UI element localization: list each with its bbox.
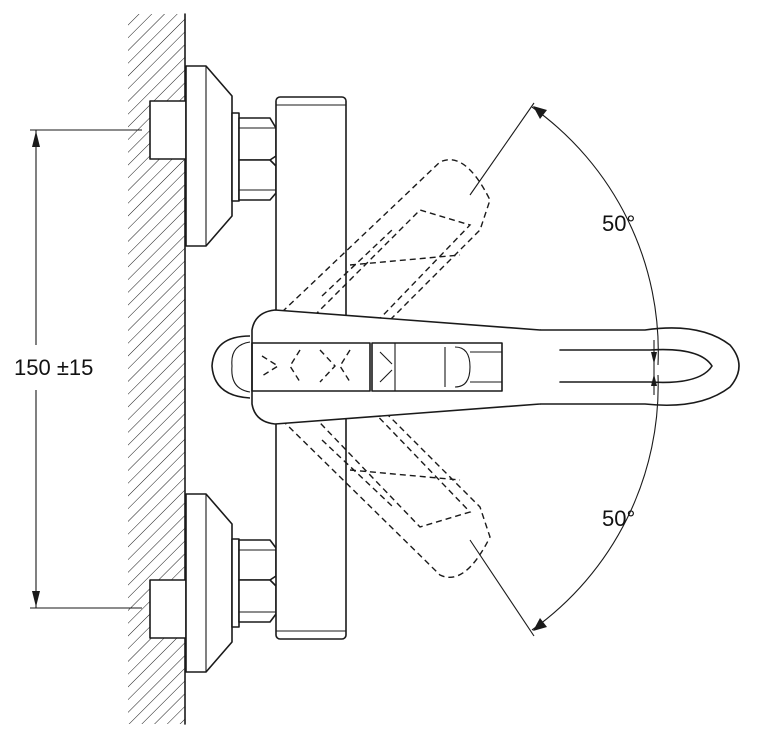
angle-label-lower: 50° <box>602 506 636 531</box>
dimension-line-vertical <box>30 129 142 609</box>
upper-wall-connection <box>149 65 277 247</box>
dimension-label: 150 ±15 <box>14 355 94 380</box>
mixer-lever <box>211 309 740 425</box>
lever-rotated-down-dashed <box>281 360 491 578</box>
angle-label-upper: 50° <box>602 211 636 236</box>
rotation-angle-arc <box>469 102 659 637</box>
lower-wall-connection <box>149 493 277 673</box>
